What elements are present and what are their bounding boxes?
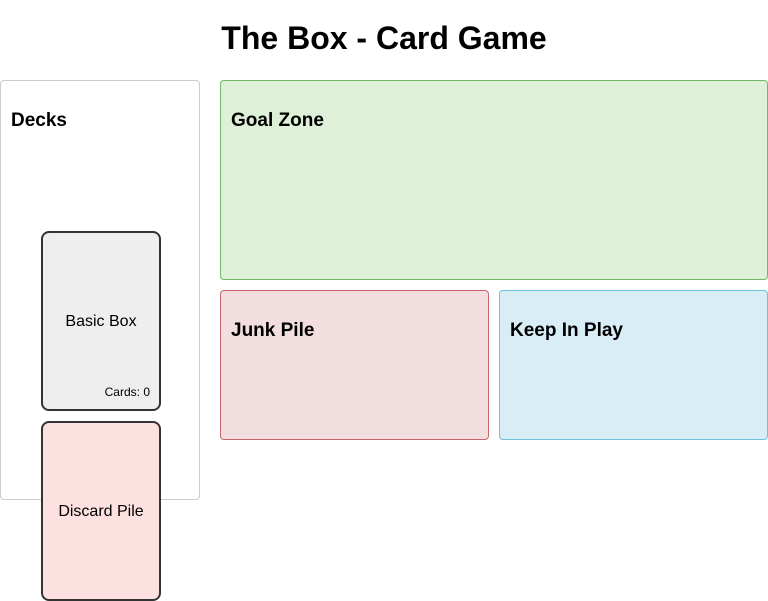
junk-pile-heading: Junk Pile [231, 320, 315, 341]
page-title: The Box - Card Game [221, 20, 547, 56]
goal-zone[interactable]: Goal Zone [220, 80, 768, 280]
deck-card-count: Cards: 0 [104, 385, 150, 399]
deck-name: Basic Box [65, 313, 137, 330]
deck-discard-pile[interactable]: Discard Pile [41, 421, 161, 601]
keep-in-play-heading: Keep In Play [510, 320, 623, 341]
decks-heading: Decks [11, 110, 67, 131]
deck-basic-box[interactable]: Basic Box Cards: 0 [41, 231, 161, 411]
junk-pile-zone[interactable]: Junk Pile [220, 290, 489, 440]
goal-zone-heading: Goal Zone [231, 110, 324, 131]
decks-panel: Decks Basic Box Cards: 0 Discard Pile [0, 80, 200, 601]
keep-in-play-zone[interactable]: Keep In Play [499, 290, 768, 440]
deck-name: Discard Pile [58, 503, 144, 520]
